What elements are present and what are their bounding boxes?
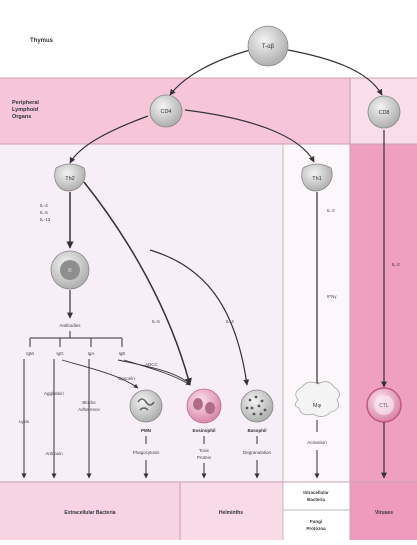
th1-il2-label: IL-2 — [327, 208, 335, 213]
cd8-il2-label: IL-2 — [392, 262, 400, 267]
protein-label: Protein — [197, 455, 212, 460]
blocks-label: Blocks — [82, 400, 96, 405]
t-alpha-beta-cell — [247, 25, 289, 67]
phagocytosis-label: Phagocytosis — [133, 450, 161, 455]
cd4-label: CD4 — [160, 109, 171, 115]
b-label: B — [68, 268, 72, 274]
antibodies-label: Antibodies — [59, 323, 81, 328]
ig-g: IgG — [56, 351, 64, 356]
th2-cytokine-2: IL-5 — [40, 210, 48, 215]
th1-cell — [301, 163, 333, 192]
intracellular-label-1: Intracellular — [303, 490, 329, 495]
t-alpha-beta-label: T-αβ — [262, 44, 275, 50]
viruses-zone — [350, 482, 417, 540]
th1-label: Th1 — [312, 176, 321, 182]
th2-zone — [0, 144, 283, 482]
th2-cytokine-1: IL-4 — [40, 203, 48, 208]
activation-label: Activation — [307, 440, 327, 445]
toxic-label: Toxic — [199, 448, 210, 453]
cd8-cell — [367, 95, 401, 129]
extracellular-label: Extracellular Bacteria — [64, 510, 115, 516]
macrophage-cell — [294, 381, 340, 417]
th2-cell — [54, 163, 86, 192]
adcc-label: ADCC — [145, 362, 159, 367]
intracellular-label-2: Bacteria — [307, 497, 325, 502]
pmn-label: PMN — [141, 428, 151, 433]
helminths-zone — [180, 482, 283, 540]
helminths-label: Helminths — [219, 510, 243, 516]
ig-e: IgE — [119, 351, 126, 356]
mph-label: Mφ — [313, 403, 322, 409]
lysis-label: Lysis — [19, 419, 30, 424]
eosinophil-cell — [186, 388, 222, 424]
th2-label: Th2 — [65, 176, 74, 182]
thymus-label: Thymus — [30, 38, 54, 44]
intracellular-zone — [283, 482, 350, 540]
basophil-label: Basophil — [247, 428, 266, 433]
protozoa-label: Protozoa — [306, 526, 326, 531]
basophil-cell — [240, 389, 274, 423]
il5-label: IL-5 — [152, 319, 160, 324]
antitoxin-label: Antitoxin — [45, 451, 63, 456]
th2-cytokine-3: IL-13 — [40, 217, 51, 222]
cd4-cell — [149, 94, 183, 128]
adherence-label: Adherence — [78, 407, 100, 412]
th1-ifn-label: IFNγ — [327, 294, 337, 299]
agglutinin-label: Agglutinin — [44, 391, 64, 396]
fungi-label: Fungi — [310, 519, 322, 524]
pmn-cell — [129, 389, 163, 423]
cd8-label: CD8 — [378, 110, 389, 116]
thymus-band — [0, 0, 417, 78]
extracellular-zone — [0, 482, 180, 540]
eosinophil-label: Eosinophil — [193, 428, 216, 433]
il4-label: IL-4 — [226, 319, 234, 324]
ig-a: IgA — [88, 351, 95, 356]
viruses-label: Viruses — [375, 510, 393, 516]
opsonin-label: Opsonin — [118, 376, 135, 381]
peripheral-label-line3: Organs — [12, 114, 31, 120]
peripheral-label-line1: Peripheral — [12, 100, 39, 106]
ctl-label: CTL — [379, 403, 389, 409]
peripheral-label-line2: Lymphoid — [12, 107, 38, 113]
degranulation-label: Degranulation — [243, 450, 272, 455]
ig-m: IgM — [26, 351, 34, 356]
